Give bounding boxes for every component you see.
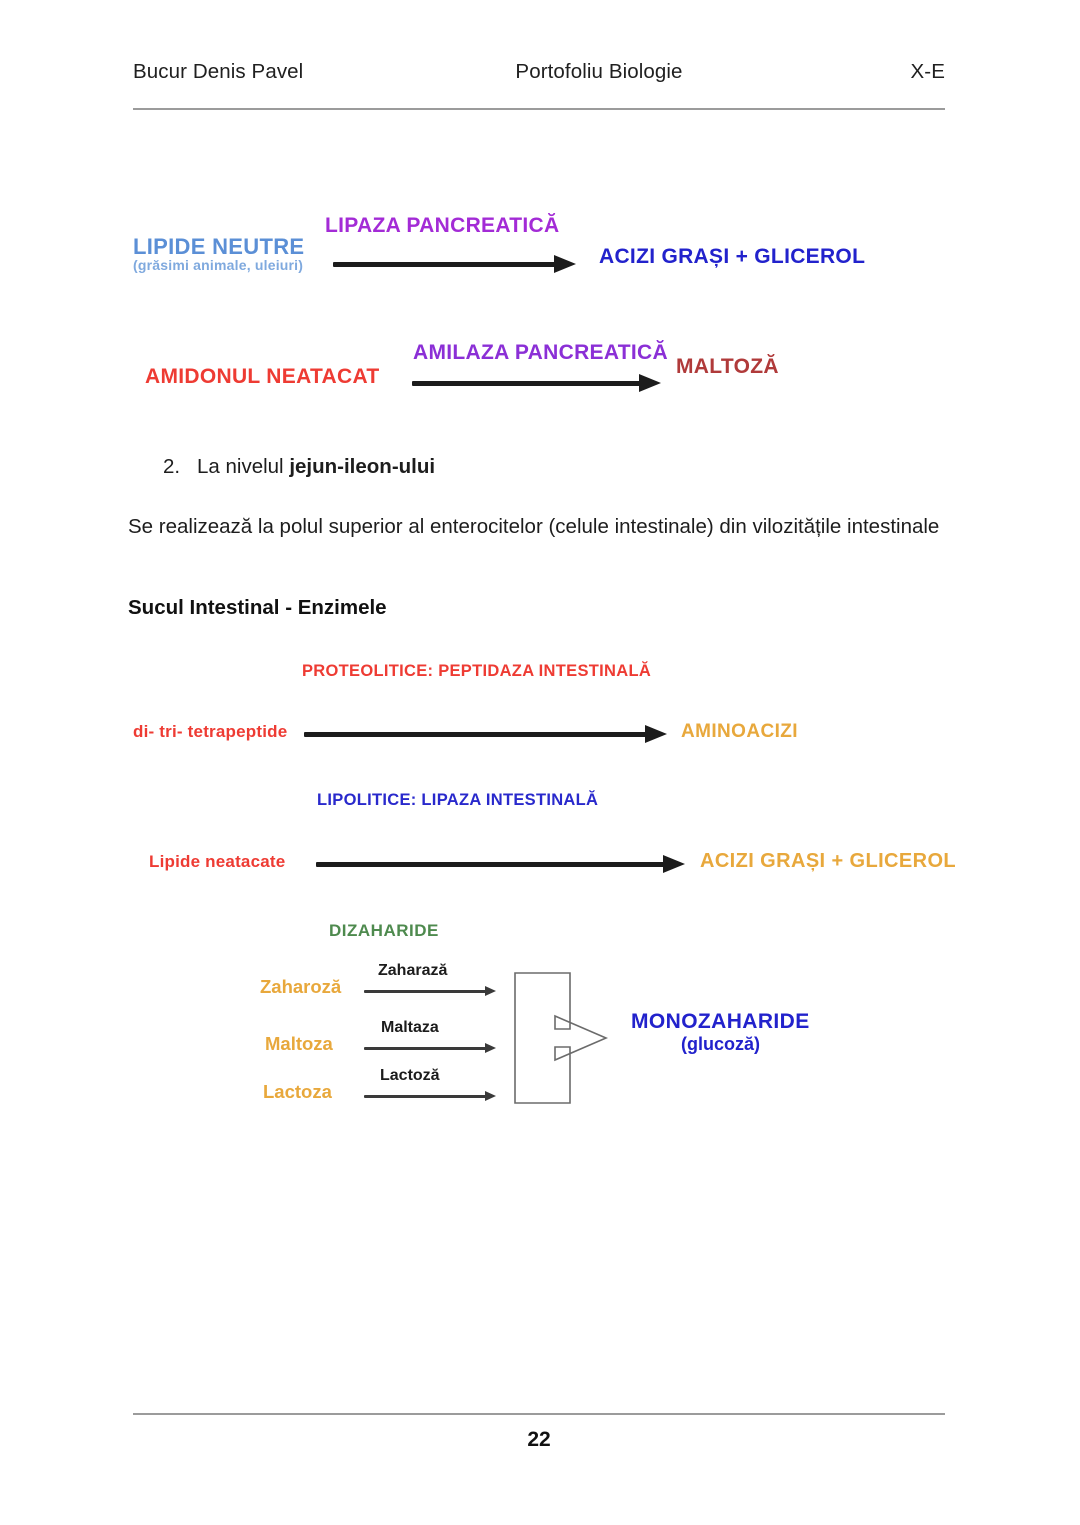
figure5-product-label: MONOZAHARIDE	[631, 1010, 810, 1033]
footer-divider	[133, 1413, 945, 1415]
arrow-shaft	[412, 381, 643, 386]
figure5-substrate-2: Maltoza	[265, 1033, 333, 1054]
figure1-product-label: ACIZI GRAȘI + GLICEROL	[599, 245, 866, 268]
page-header: Bucur Denis Pavel Portofoliu Biologie X-…	[133, 60, 945, 84]
figure5-enzyme-1: Zaharază	[378, 962, 448, 979]
figure1-substrate-label: LIPIDE NEUTRE	[133, 234, 305, 259]
figure-proteolitice: PROTEOLITICE: PEPTIDAZA INTESTINALĂ di- …	[0, 0, 1080, 743]
section-heading-sucul-intestinal: Sucul Intestinal - Enzimele	[128, 596, 387, 619]
figure5-enzyme-2: Maltaza	[381, 1019, 439, 1036]
arrow-shaft	[304, 732, 649, 737]
header-author: Bucur Denis Pavel	[133, 60, 304, 83]
header-class: X-E	[910, 60, 945, 83]
figure5-substrate-1: Zaharoză	[260, 976, 342, 997]
figure-dizaharide: DIZAHARIDE Zaharoză Zaharază Maltoza Mal…	[0, 0, 1080, 1104]
arrow-head	[554, 255, 576, 273]
figure-lipide-neutre: LIPIDE NEUTRE (grăsimi animale, uleiuri)…	[0, 0, 1080, 273]
header-title: Portofoliu Biologie	[515, 60, 683, 83]
arrow-shaft	[364, 990, 487, 993]
arrow-head	[639, 374, 661, 392]
figure3-product-label: AMINOACIZI	[681, 721, 798, 742]
figure2-substrate-label: AMIDONUL NEATACAT	[145, 365, 380, 388]
figure-amidon: AMIDONUL NEATACAT AMILAZA PANCREATICĂ MA…	[0, 0, 1080, 392]
list-text-bold: jejun-ileon-ului	[289, 455, 436, 478]
arrow-head	[645, 725, 667, 743]
figure5-collector-box	[514, 972, 609, 1104]
arrow-shaft	[316, 862, 667, 867]
arrow-head	[485, 1043, 496, 1053]
arrow-head	[485, 986, 496, 996]
figure4-enzyme-heading: LIPOLITICE: LIPAZA INTESTINALĂ	[317, 791, 599, 809]
arrow-shaft	[364, 1047, 487, 1050]
header-divider	[133, 108, 945, 110]
list-marker: 2.	[163, 455, 181, 478]
figure5-product-note: (glucoză)	[681, 1034, 760, 1054]
figure5-heading: DIZAHARIDE	[329, 921, 439, 940]
arrow-head	[485, 1091, 496, 1101]
figure4-substrate-label: Lipide neatacate	[149, 852, 286, 871]
numbered-list-item-2: 2. La nivelul jejun-ileon-ului	[163, 455, 435, 479]
figure5-substrate-3: Lactoza	[263, 1081, 332, 1102]
figure5-enzyme-3: Lactoză	[380, 1067, 440, 1084]
arrow-head	[663, 855, 685, 873]
page-number: 22	[527, 1428, 551, 1451]
figure2-product-label: MALTOZĂ	[676, 355, 779, 378]
figure2-enzyme-label: AMILAZA PANCREATICĂ	[413, 341, 668, 364]
list-text-plain: La nivelul	[197, 455, 290, 478]
figure1-substrate-note: (grăsimi animale, uleiuri)	[133, 257, 304, 273]
arrow-shaft	[333, 262, 558, 267]
figure1-enzyme-label: LIPAZA PANCREATICĂ	[325, 214, 560, 237]
figure3-enzyme-heading: PROTEOLITICE: PEPTIDAZA INTESTINALĂ	[302, 662, 652, 680]
arrow-shaft	[364, 1095, 487, 1098]
body-paragraph: Se realizează la polul superior al enter…	[128, 515, 940, 538]
figure-lipolitice: LIPOLITICE: LIPAZA INTESTINALĂ Lipide ne…	[0, 0, 1080, 873]
figure4-product-label: ACIZI GRAȘI + GLICEROL	[700, 850, 957, 872]
figure3-substrate-label: di- tri- tetrapeptide	[133, 722, 288, 741]
